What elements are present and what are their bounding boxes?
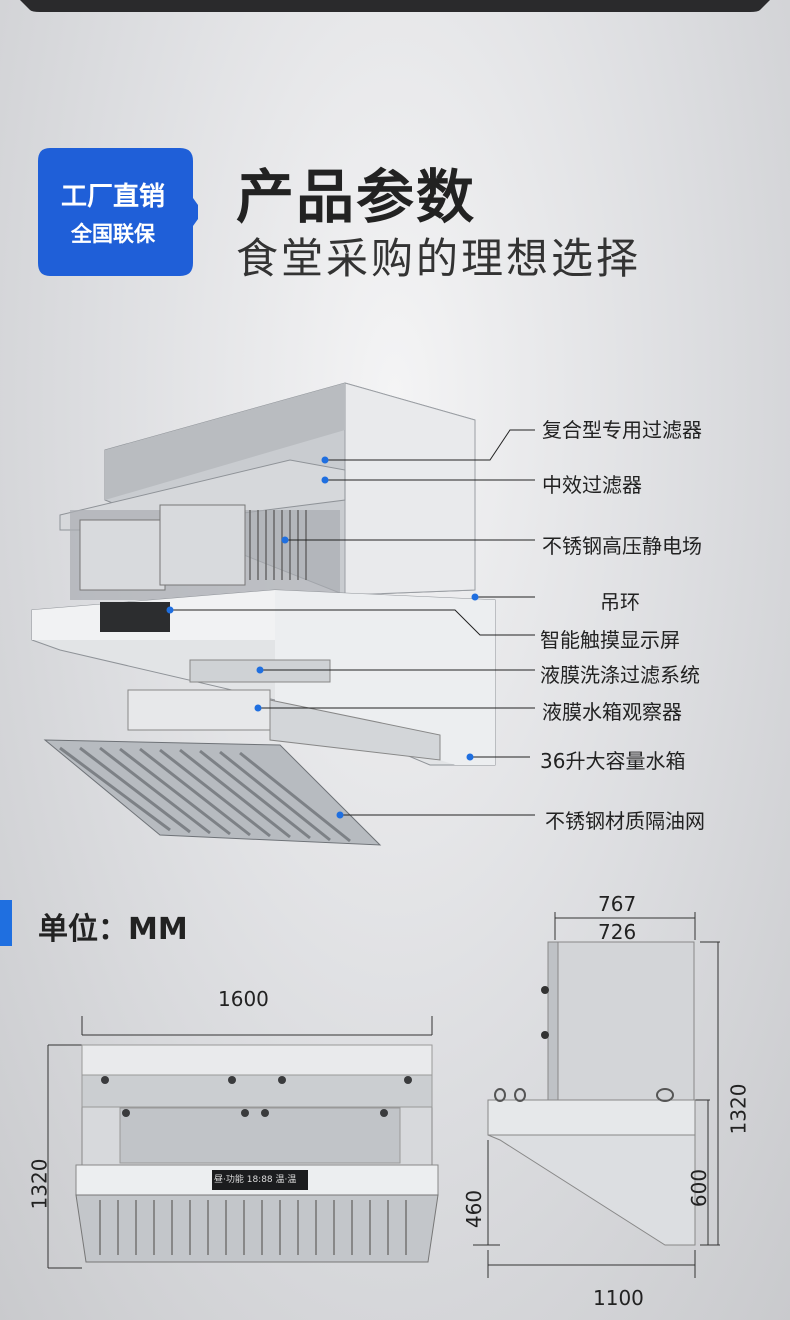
side-hood-height-dimension: 600 xyxy=(687,1168,712,1208)
top-frame-edge xyxy=(20,0,770,12)
callout-tank-observer: 液膜水箱观察器 xyxy=(542,700,682,724)
page-subtitle: 食堂采购的理想选择 xyxy=(236,234,642,283)
side-height-dimension: 1320 xyxy=(726,1083,751,1135)
callout-lifting-ring: 吊环 xyxy=(600,590,640,614)
callout-grease-filter: 不锈钢材质隔油网 xyxy=(545,809,705,833)
front-view-drawing xyxy=(47,1016,439,1269)
callout-water-tank: 36升大容量水箱 xyxy=(540,749,686,773)
units-label: 单位：MM xyxy=(38,912,188,947)
front-height-dimension: 1320 xyxy=(27,1158,52,1210)
badge-text-warranty: 全国联保 xyxy=(71,222,155,246)
front-width-dimension: 1600 xyxy=(218,987,269,1011)
exploded-hood-illustration xyxy=(31,382,535,846)
callout-medium-filter: 中效过滤器 xyxy=(542,473,642,497)
side-depth-dimension: 1100 xyxy=(593,1286,644,1310)
units-accent-bar xyxy=(0,900,12,946)
side-view-drawing xyxy=(473,912,720,1278)
callout-electrostatic-field: 不锈钢高压静电场 xyxy=(542,534,702,558)
promo-badge xyxy=(38,148,198,276)
side-bottom-height-dimension: 460 xyxy=(462,1189,487,1229)
callout-touch-display: 智能触摸显示屏 xyxy=(540,628,680,652)
callout-wash-system: 液膜洗涤过滤系统 xyxy=(540,663,700,687)
badge-text-direct-sale: 工厂直销 xyxy=(60,182,165,212)
side-top-outer-dimension: 767 xyxy=(598,892,637,916)
front-display-text: 昼·功能 18:88 温·温 xyxy=(214,1175,297,1185)
side-top-inner-dimension: 726 xyxy=(598,920,637,944)
page-title: 产品参数 xyxy=(236,163,477,231)
callout-composite-filter: 复合型专用过滤器 xyxy=(542,418,702,442)
